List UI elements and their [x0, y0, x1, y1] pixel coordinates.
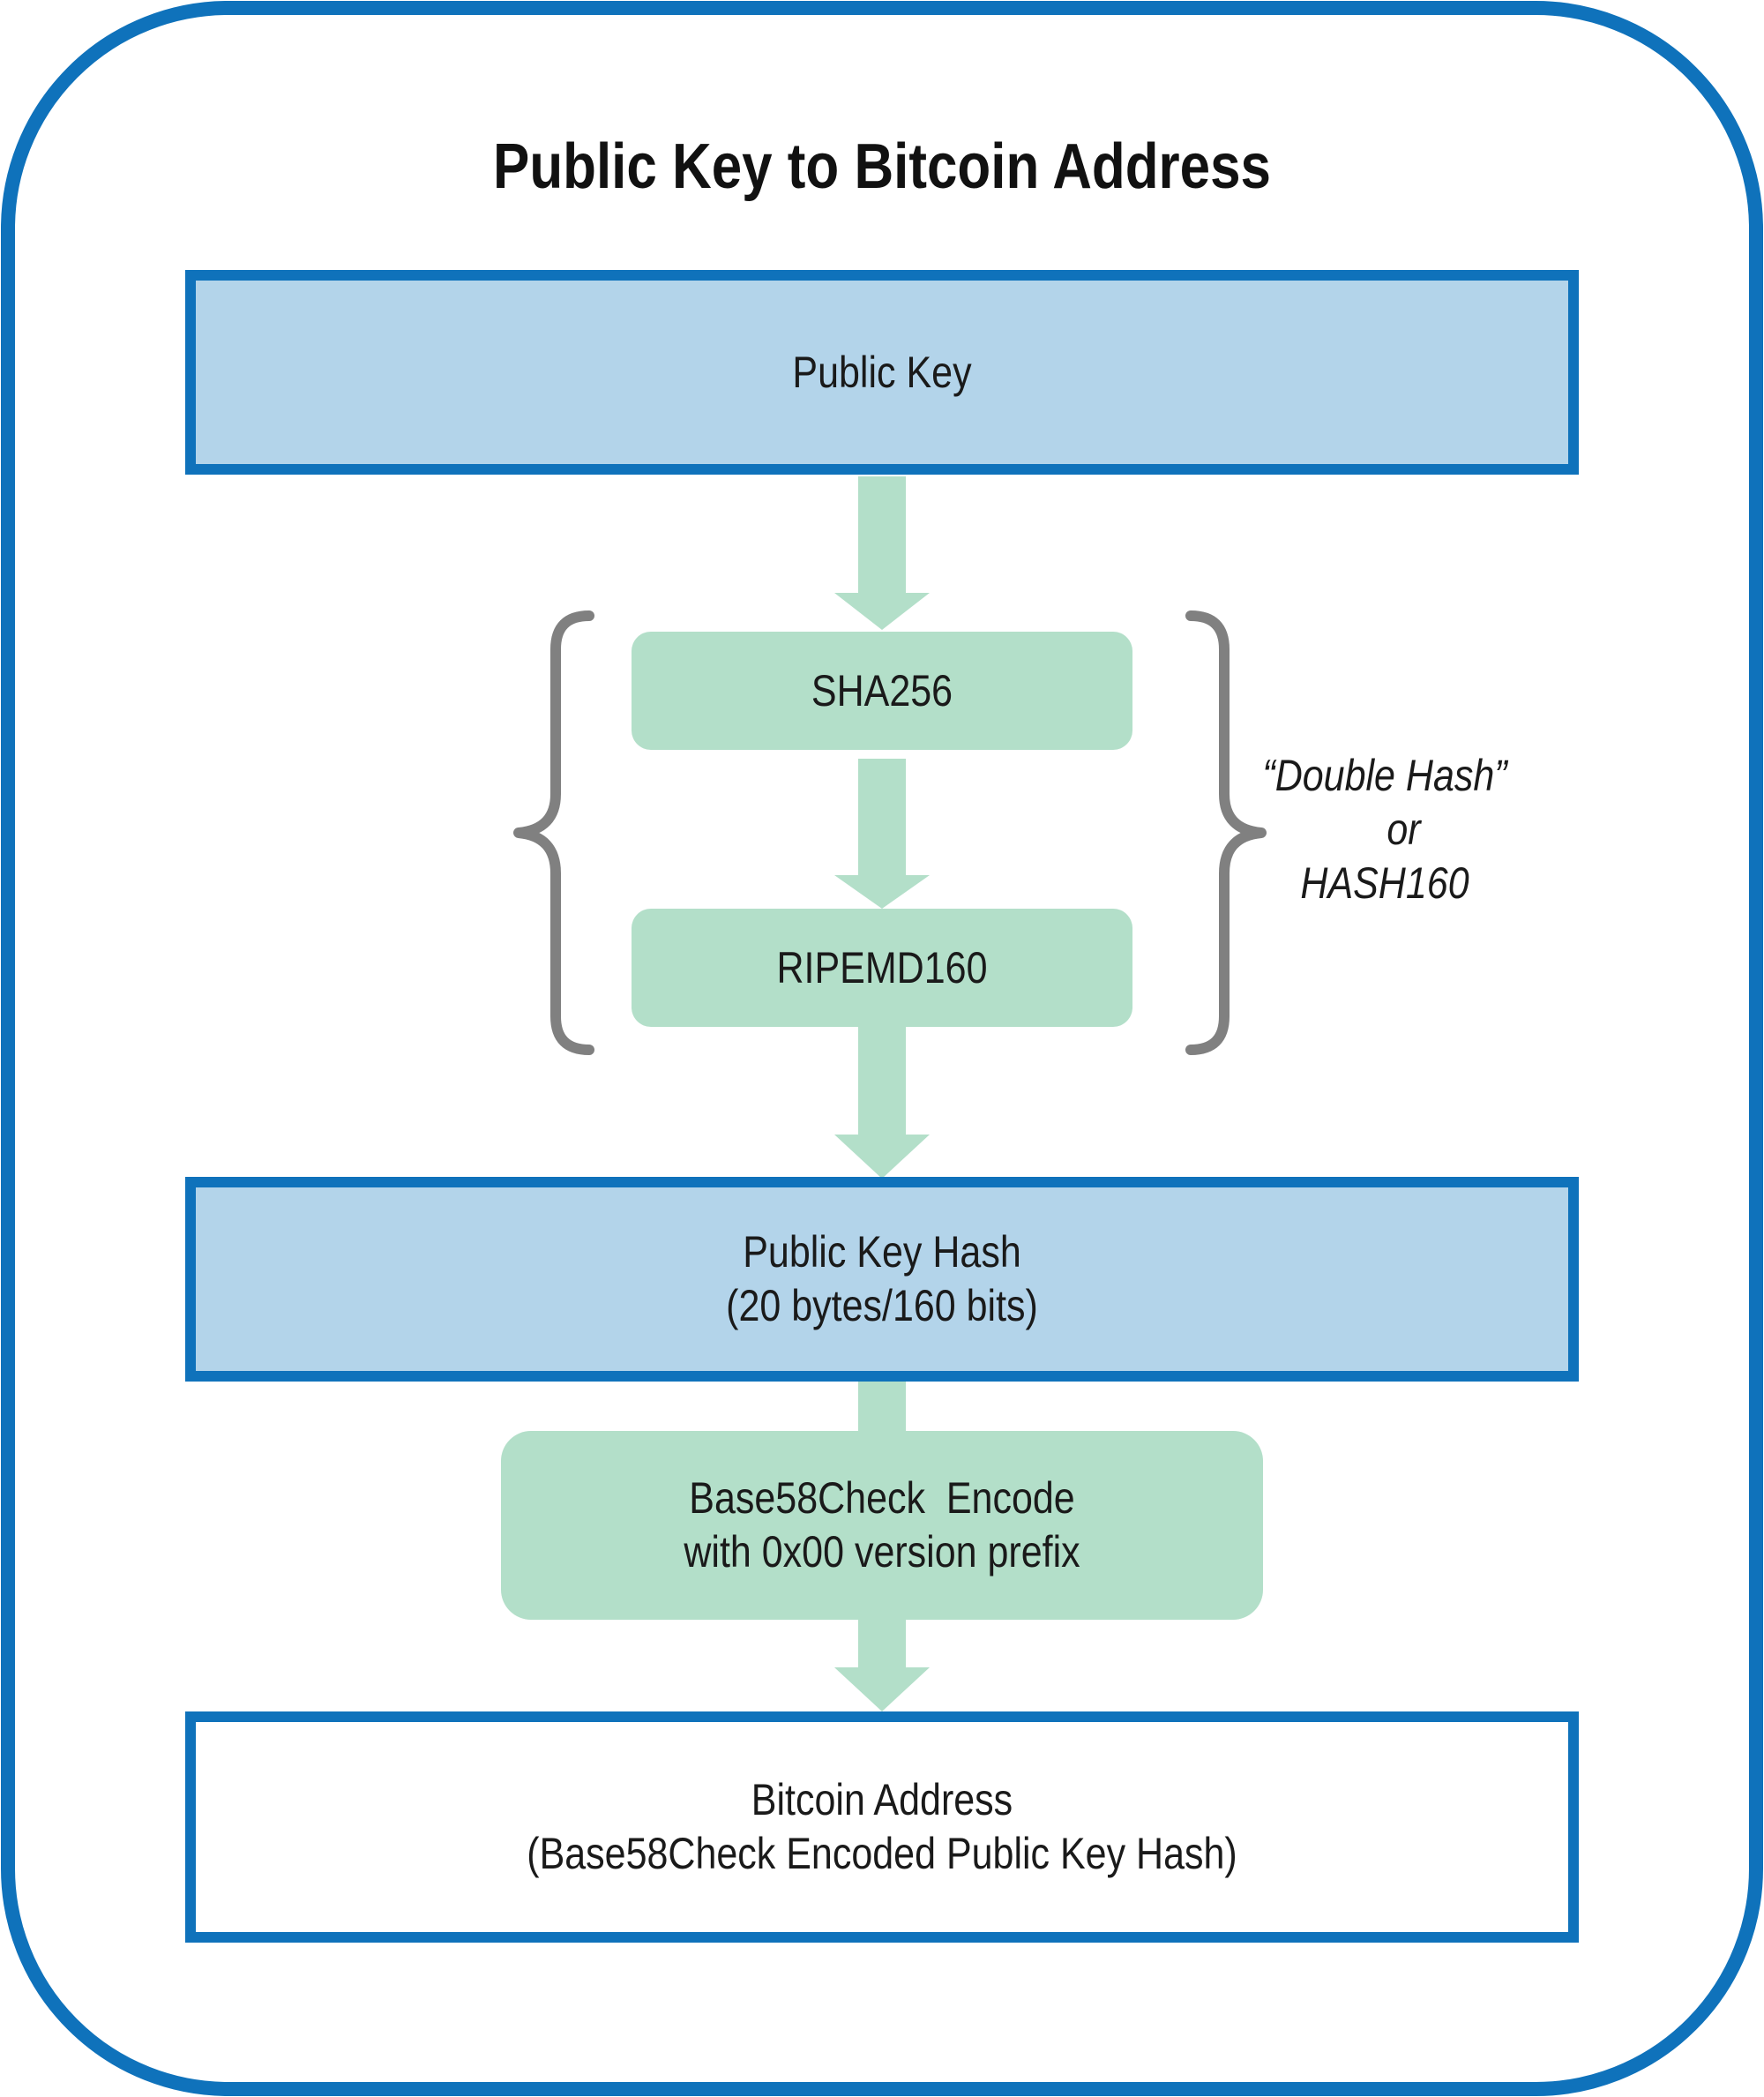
ripemd160-text: RIPEMD160 [776, 942, 988, 992]
arrow-pubkey-to-sha256 [834, 476, 930, 630]
diagram-title: Public Key to Bitcoin Address [427, 115, 1337, 221]
bitcoin-address-title: Bitcoin Address [751, 1775, 1013, 1824]
connector-pubkeyhash-to-base58 [858, 1382, 906, 1433]
sha256-label: SHA256 [667, 632, 1097, 750]
base58check-prefix: with 0x00 version prefix [684, 1527, 1080, 1576]
right-brace [1185, 610, 1267, 1055]
double-hash-or: or [1387, 804, 1421, 854]
sha256-text: SHA256 [811, 665, 953, 715]
public-key-hash-size: (20 bytes/160 bits) [726, 1281, 1038, 1330]
public-key-text: Public Key [792, 347, 972, 397]
arrow-sha256-to-ripemd160 [834, 759, 930, 909]
public-key-box [185, 270, 1579, 475]
diagram-title-text: Public Key to Bitcoin Address [493, 131, 1271, 203]
double-hash-annotation: “Double Hash” or HASH160 [1248, 741, 1521, 917]
arrow-base58-to-address [834, 1620, 930, 1711]
arrow-ripemd160-to-pubkeyhash [834, 1027, 930, 1179]
public-key-hash-box [185, 1177, 1579, 1382]
bitcoin-address-box [185, 1711, 1579, 1943]
bitcoin-address-label: Bitcoin Address (Base58Check Encoded Pub… [288, 1717, 1476, 1937]
bitcoin-address-subtitle: (Base58Check Encoded Public Key Hash) [527, 1829, 1237, 1878]
public-key-hash-label: Public Key Hash (20 bytes/160 bits) [288, 1182, 1476, 1376]
base58check-box [501, 1431, 1263, 1620]
left-brace [513, 610, 594, 1055]
ripemd160-label: RIPEMD160 [667, 909, 1097, 1027]
double-hash-hash160: HASH160 [1300, 858, 1469, 908]
ripemd160-box [632, 909, 1132, 1027]
base58check-label: Base58Check Encode with 0x00 version pre… [554, 1431, 1209, 1620]
double-hash-text: “Double Hash” [1262, 750, 1507, 800]
public-key-hash-title: Public Key Hash [743, 1227, 1021, 1277]
base58check-title: Base58Check Encode [689, 1473, 1075, 1523]
public-key-label: Public Key [288, 275, 1476, 469]
sha256-box [632, 632, 1132, 750]
